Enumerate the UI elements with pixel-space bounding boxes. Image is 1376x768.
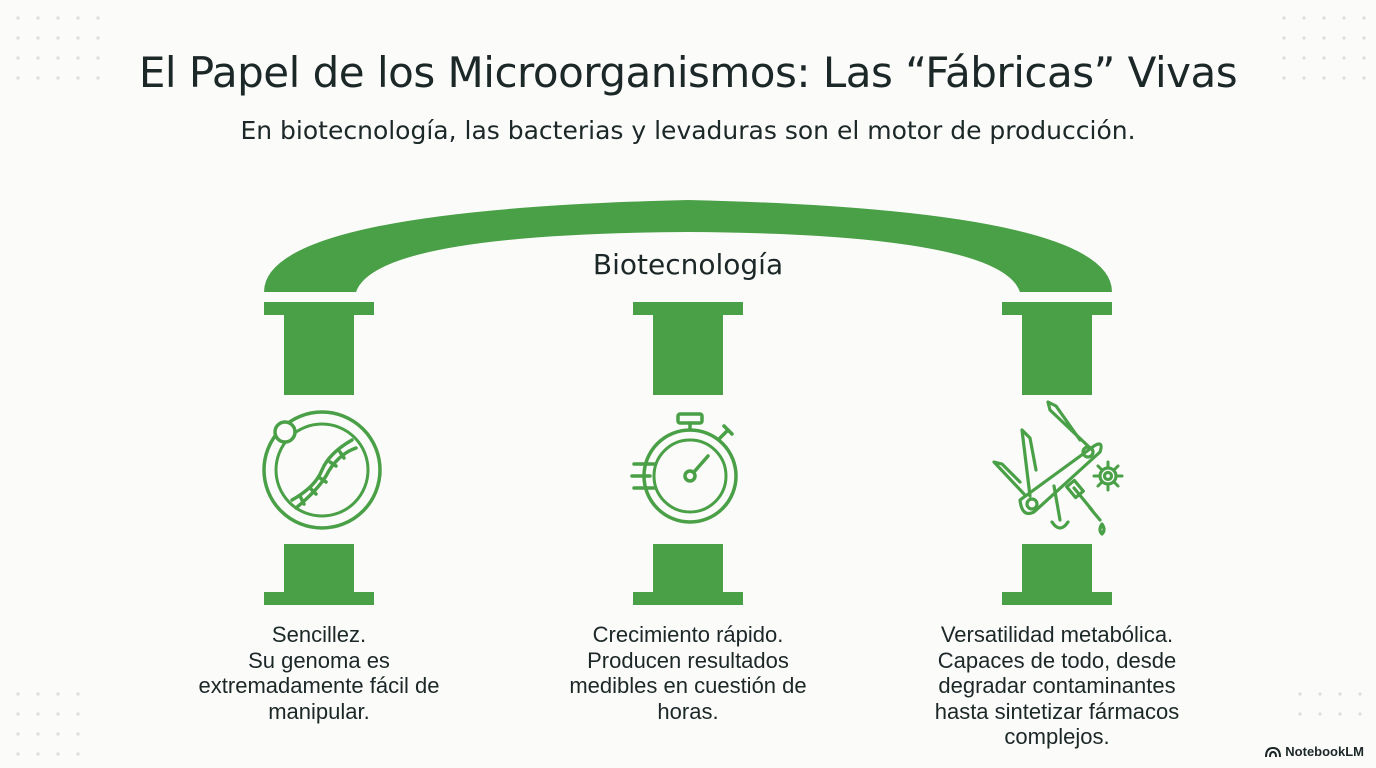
pillar-heading: Versatilidad metabólica. — [940, 622, 1174, 647]
notebooklm-logo-icon — [1265, 746, 1282, 757]
pillar-heading: Sencillez. — [271, 622, 367, 647]
pillar-heading: Crecimiento rápido. — [592, 622, 784, 647]
pillar-2 — [633, 302, 743, 605]
pillar-3 — [1002, 302, 1112, 605]
pillar-text-line: medibles en cuestión de — [569, 673, 807, 698]
brand-name: NotebookLM — [1285, 744, 1364, 759]
pillar-text-line: horas. — [657, 698, 719, 724]
corner-dots-top-left — [16, 16, 100, 80]
page-subtitle: En biotecnología, las bacterias y levadu… — [240, 116, 1136, 145]
pillar-text-line: manipular. — [268, 698, 370, 724]
pillar-text-line: complejos. — [1004, 724, 1110, 749]
page-title: El Papel de los Microorganismos: Las “Fá… — [138, 48, 1238, 97]
multitool-icon — [992, 400, 1124, 536]
pillar-text-line: degradar contaminantes — [938, 673, 1176, 698]
pillar-text-line: Capaces de todo, desde — [937, 647, 1177, 673]
pillar-caption-3: Versatilidad metabólica. Capaces de todo… — [907, 622, 1207, 750]
arch-beam — [264, 200, 1112, 292]
corner-dots-top-right — [1282, 16, 1366, 80]
dna-orbit-icon — [262, 410, 382, 530]
corner-dots-bottom-left — [16, 692, 80, 756]
pillar-text-line: extremadamente fácil de — [198, 673, 440, 698]
brand-badge: NotebookLM — [1265, 744, 1364, 759]
corner-dots-bottom-right — [1298, 692, 1362, 716]
pillar-text-line: hasta sintetizar fármacos — [934, 698, 1180, 724]
arch-label: Biotecnología — [592, 248, 784, 281]
stopwatch-icon — [630, 412, 738, 524]
pillar-text-line: Producen resultados — [587, 647, 789, 673]
pillar-caption-1: Sencillez. Su genoma es extremadamente f… — [169, 622, 469, 724]
pillar-caption-2: Crecimiento rápido. Producen resultados … — [538, 622, 838, 724]
pillar-1 — [264, 302, 374, 605]
pillar-text-line: Su genoma es — [248, 647, 390, 673]
